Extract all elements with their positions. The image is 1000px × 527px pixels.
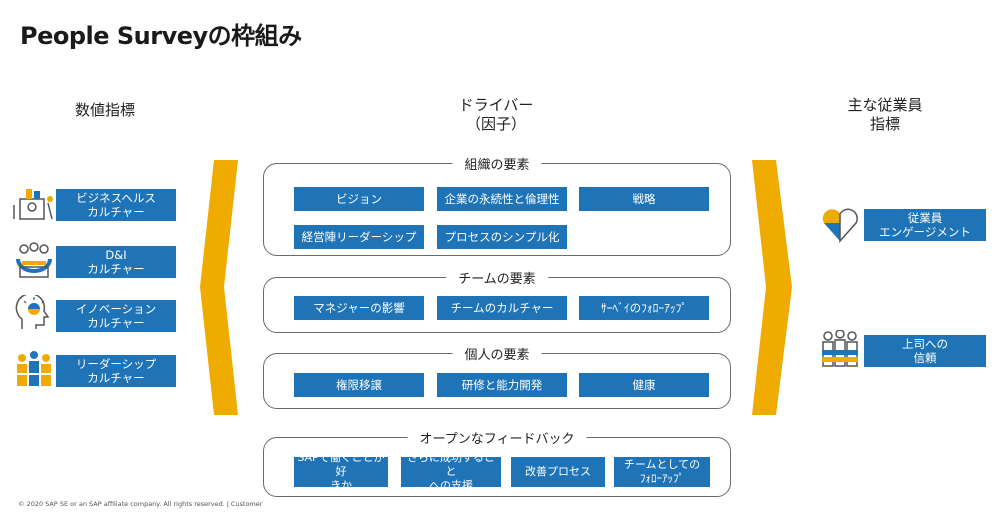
driver-executive-leadership: 経営陣リーダーシップ bbox=[294, 225, 424, 249]
driver-empowerment: 権限移譲 bbox=[294, 373, 424, 397]
feedback-support-success: さらに成功すること への支援 bbox=[401, 451, 501, 492]
innovation-head-icon bbox=[15, 295, 50, 329]
driver-strategy: 戦略 bbox=[579, 187, 709, 211]
group-team-label: チームの要素 bbox=[446, 268, 548, 287]
group-organization: 組織の要素 bbox=[263, 154, 731, 256]
team-trust-icon bbox=[822, 330, 858, 367]
group-open-feedback-label: オープンなフィードバック bbox=[407, 428, 587, 447]
metric-leadership: リーダーシップ カルチャー bbox=[56, 355, 176, 387]
left-chevron-shape bbox=[200, 160, 238, 415]
driver-survey-followup: ｻｰﾍﾞｲのﾌｫﾛｰｱｯﾌﾟ bbox=[579, 296, 709, 320]
group-individual-label: 個人の要素 bbox=[452, 344, 542, 363]
driver-training-development: 研修と能力開発 bbox=[437, 373, 567, 397]
metric-business-health: ビジネスヘルス カルチャー bbox=[56, 189, 176, 221]
driver-team-culture: チームのカルチャー bbox=[437, 296, 567, 320]
feedback-team-followup: チームとしての ﾌｫﾛｰｱｯﾌﾟ bbox=[614, 457, 710, 487]
header-employee-metrics: 主な従業員 指標 bbox=[847, 96, 923, 133]
group-team: チームの要素 bbox=[263, 268, 731, 333]
header-metrics: 数値指標 bbox=[74, 101, 135, 119]
driver-process-simplification: プロセスのシンプル化 bbox=[437, 225, 567, 249]
header-drivers: ドライバー （因子） bbox=[458, 96, 534, 133]
metric-innovation: イノベーション カルチャー bbox=[56, 300, 176, 332]
leadership-people-icon bbox=[17, 351, 51, 386]
group-organization-label: 組織の要素 bbox=[452, 154, 542, 173]
driver-sustainability-ethics: 企業の永続性と倫理性 bbox=[437, 187, 567, 211]
page-title: People Surveyの枠組み bbox=[20, 22, 302, 50]
right-chevron-shape bbox=[752, 160, 792, 415]
metric-employee-engagement: 従業員 エンゲージメント bbox=[864, 209, 986, 241]
business-health-icon bbox=[13, 189, 53, 220]
feedback-love-working-at-sap: SAPで働くことが好 きか bbox=[294, 451, 388, 492]
metric-trust-in-manager: 上司への 信頼 bbox=[864, 335, 986, 367]
diversity-people-icon bbox=[16, 242, 52, 278]
group-individual: 個人の要素 bbox=[263, 344, 731, 409]
metric-diversity-inclusion: D&I カルチャー bbox=[56, 246, 176, 278]
group-open-feedback: オープンなフィードバック bbox=[263, 428, 731, 497]
copyright-footer: © 2020 SAP SE or an SAP affiliate compan… bbox=[18, 500, 263, 508]
feedback-improvement-process: 改善プロセス bbox=[511, 457, 605, 487]
driver-manager-impact: マネジャーの影響 bbox=[294, 296, 424, 320]
driver-vision: ビジョン bbox=[294, 187, 424, 211]
heart-icon bbox=[822, 208, 858, 243]
driver-health: 健康 bbox=[579, 373, 709, 397]
